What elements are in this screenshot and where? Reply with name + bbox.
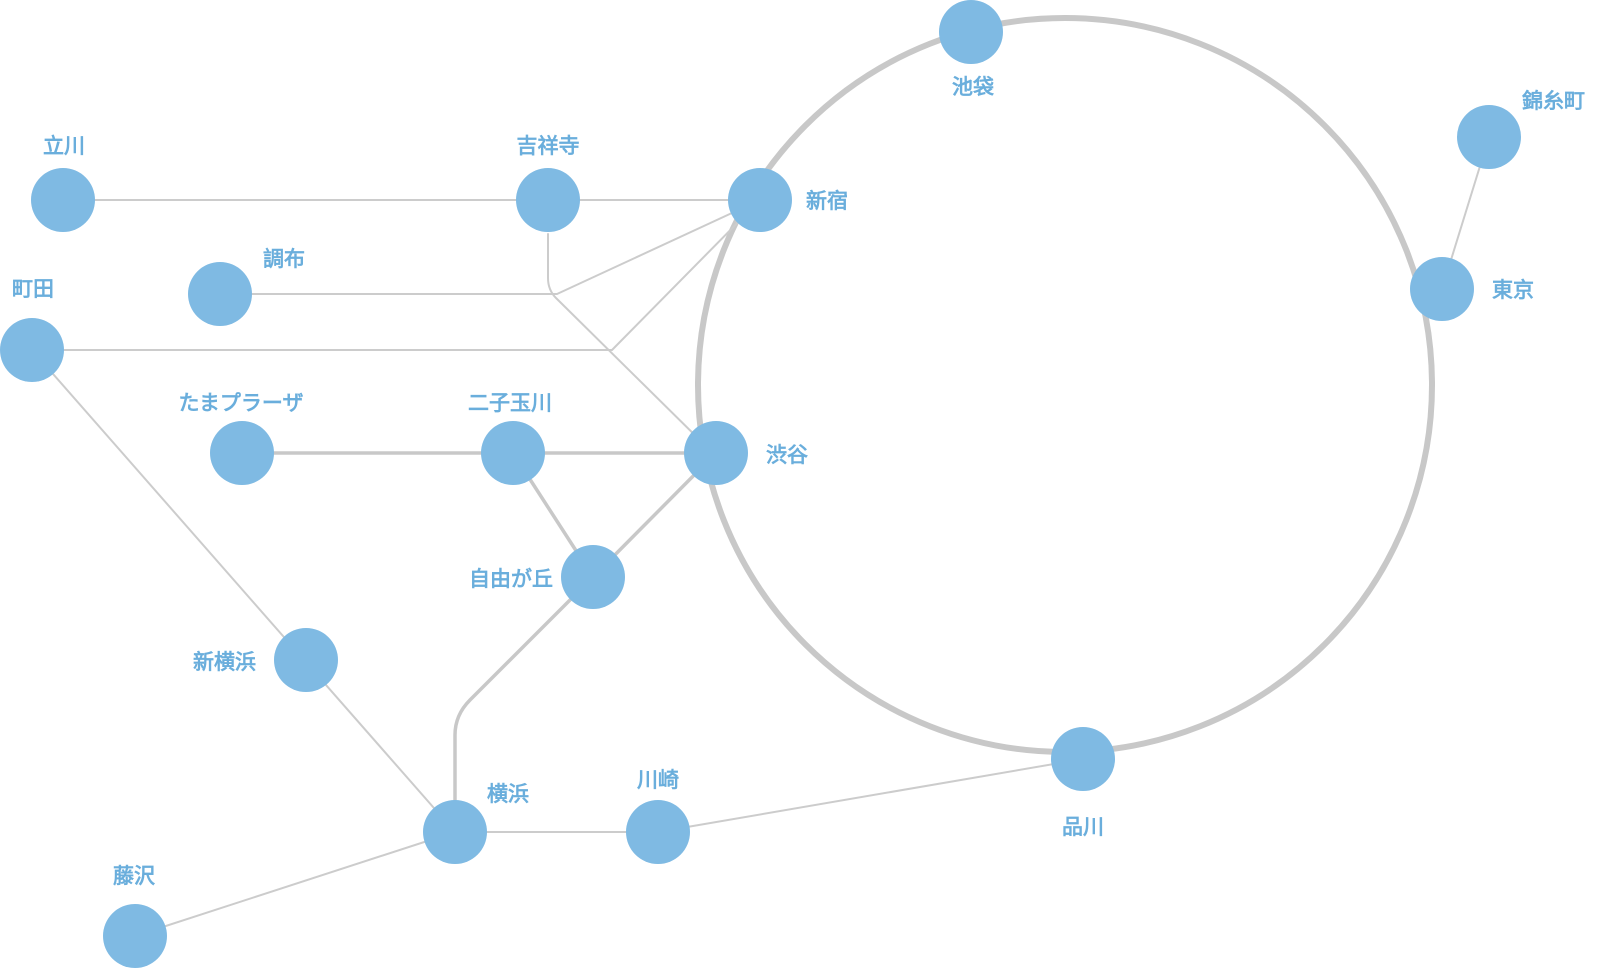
station-node-kawasaki[interactable] <box>626 800 690 864</box>
station-label-shinagawa: 品川 <box>1062 815 1104 839</box>
station-label-futakotamagawa: 二子玉川 <box>468 391 552 415</box>
station-label-fujisawa: 藤沢 <box>112 864 156 888</box>
station-label-kichijoji: 吉祥寺 <box>517 134 580 158</box>
station-label-shinjuku: 新宿 <box>806 189 848 213</box>
station-node-tokyo[interactable] <box>1410 257 1474 321</box>
station-node-shibuya[interactable] <box>684 421 748 485</box>
station-label-tokyo: 東京 <box>1492 278 1534 302</box>
station-node-ikebukuro[interactable] <box>939 0 1003 64</box>
station-node-yokohama[interactable] <box>423 800 487 864</box>
station-node-futakotamagawa[interactable] <box>481 421 545 485</box>
station-node-shinyokohama[interactable] <box>274 628 338 692</box>
station-label-machida: 町田 <box>12 277 54 301</box>
station-node-shinagawa[interactable] <box>1051 727 1115 791</box>
station-label-jiyugaoka: 自由が丘 <box>469 567 553 591</box>
station-label-shinyokohama: 新横浜 <box>193 650 256 674</box>
station-label-shibuya: 渋谷 <box>766 443 809 467</box>
track-kawasaki-shinagawa <box>657 758 1084 833</box>
track-jiyugaoka-yokohama <box>453 575 595 834</box>
station-label-tachikawa: 立川 <box>43 134 85 158</box>
station-label-chofu: 調布 <box>263 247 305 271</box>
track-machida-yokohama <box>31 349 456 833</box>
station-node-chofu[interactable] <box>188 262 252 326</box>
station-node-jiyugaoka[interactable] <box>561 545 625 609</box>
station-node-kinshicho[interactable] <box>1457 105 1521 169</box>
station-label-kawasaki: 川崎 <box>636 768 679 792</box>
station-node-tamaplaza[interactable] <box>210 421 274 485</box>
station-label-yokohama: 横浜 <box>487 782 529 806</box>
thin-tracks <box>31 136 1490 937</box>
track-machida-shinjuku <box>31 199 761 351</box>
station-label-kinshicho: 錦糸町 <box>1522 89 1585 113</box>
track-yokohama-fujisawa <box>134 831 456 937</box>
track-kichijoji-shibuya <box>547 233 715 455</box>
station-node-shinjuku[interactable] <box>728 168 792 232</box>
station-labels: 池袋 錦糸町 立川 吉祥寺 新宿 調布 町田 東京 たまプラーザ 二子玉川 渋谷… <box>12 75 1585 888</box>
station-node-kichijoji[interactable] <box>516 168 580 232</box>
station-node-fujisawa[interactable] <box>103 904 167 968</box>
station-label-ikebukuro: 池袋 <box>952 75 995 99</box>
station-node-machida[interactable] <box>0 318 64 382</box>
station-label-tamaplaza: たまプラーザ <box>179 391 304 415</box>
station-nodes[interactable] <box>0 0 1521 968</box>
loop-line-track <box>695 15 1435 755</box>
station-node-tachikawa[interactable] <box>31 168 95 232</box>
track-chofu-shinjuku <box>219 199 761 295</box>
